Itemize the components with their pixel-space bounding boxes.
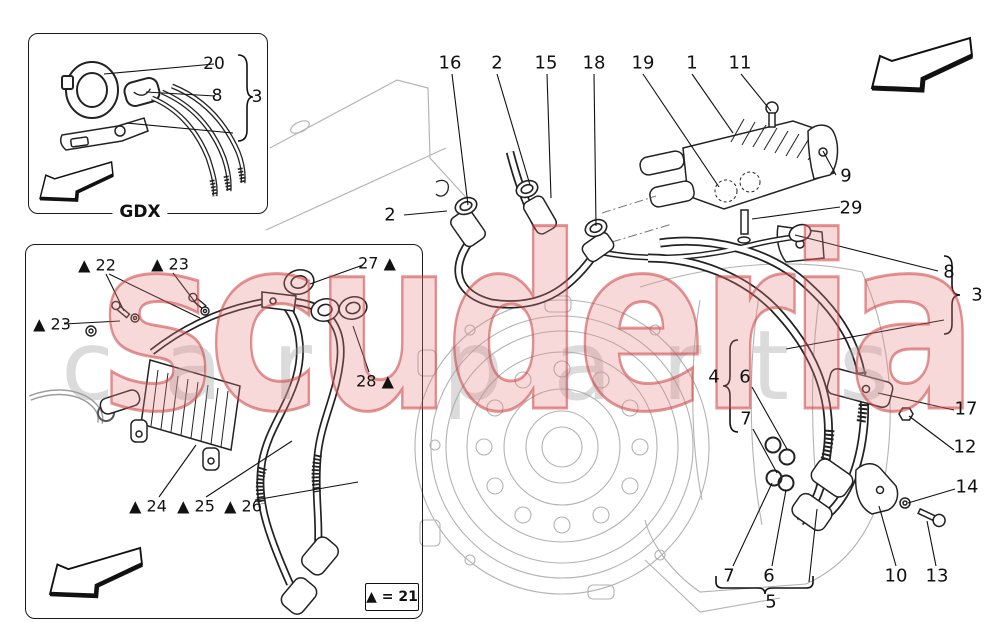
oil-cooler-unit: [601, 101, 839, 263]
callout-18: 18: [582, 52, 606, 74]
callout-10: 10: [884, 565, 908, 587]
leader-lines-detail: [63, 264, 370, 501]
callout-23: ▲ 23: [151, 254, 189, 274]
callout-12: 12: [953, 436, 977, 458]
detail-oil-cooler: [99, 359, 241, 471]
oil-pipes: [435, 150, 870, 532]
callout-8: 8: [211, 86, 223, 106]
washer-14: [899, 497, 911, 509]
gdx-inset-box: [28, 33, 268, 214]
o-rings: [764, 436, 796, 492]
callout-24: ▲ 24: [129, 496, 167, 516]
nut-12: [898, 407, 914, 421]
direction-arrow-icon: [872, 38, 972, 90]
gearbox-housing-sketch: [414, 263, 891, 613]
callout-1: 1: [686, 52, 698, 74]
bolt-11: [765, 101, 779, 128]
detail-bolts-washers: [85, 292, 210, 337]
callout-17: 17: [954, 398, 978, 420]
callout-23: ▲ 23: [33, 314, 71, 334]
callout-2: 2: [384, 204, 396, 226]
callout-22: ▲ 22: [78, 255, 116, 275]
detail-pipe-clamps: [261, 268, 368, 323]
callout-16: 16: [438, 52, 462, 74]
gdx-inset-title: GDX: [112, 202, 168, 222]
detail-inset-box: [25, 244, 423, 619]
callout-3: 3: [971, 284, 983, 306]
callout-5: 5: [765, 591, 777, 613]
group-braces: [715, 255, 961, 595]
body-panel-sketch: [265, 79, 473, 231]
callout-4: 4: [708, 366, 720, 388]
callout-28: 28 ▲: [356, 371, 394, 391]
callout-7: 7: [740, 408, 752, 430]
legend-text: ▲ = 21: [366, 589, 418, 605]
leader-lines-main: [403, 73, 956, 583]
callout-7: 7: [723, 565, 735, 587]
callout-11: 11: [728, 52, 752, 74]
callout-13: 13: [925, 565, 949, 587]
callout-6: 6: [739, 366, 751, 388]
brackets-and-bolts: [826, 367, 946, 528]
bolt-13: [917, 507, 946, 528]
stud-29: [737, 209, 751, 244]
callout-14: 14: [955, 476, 979, 498]
callout-27: 27 ▲: [358, 253, 396, 273]
callout-26: ▲ 26: [224, 496, 262, 516]
legend-box: ▲ = 21: [365, 583, 419, 611]
callout-8: 8: [943, 261, 955, 283]
callout-25: ▲ 25: [177, 496, 215, 516]
callout-2: 2: [491, 52, 503, 74]
callout-15: 15: [534, 52, 558, 74]
callout-9: 9: [840, 165, 852, 187]
callout-6: 6: [763, 565, 775, 587]
gdx-inset-drawing: [59, 54, 254, 197]
detail-inset-drawing: [28, 264, 370, 615]
callout-20: 20: [203, 54, 225, 74]
callout-19: 19: [631, 52, 655, 74]
callout-3: 3: [251, 87, 263, 107]
callout-29: 29: [839, 197, 863, 219]
